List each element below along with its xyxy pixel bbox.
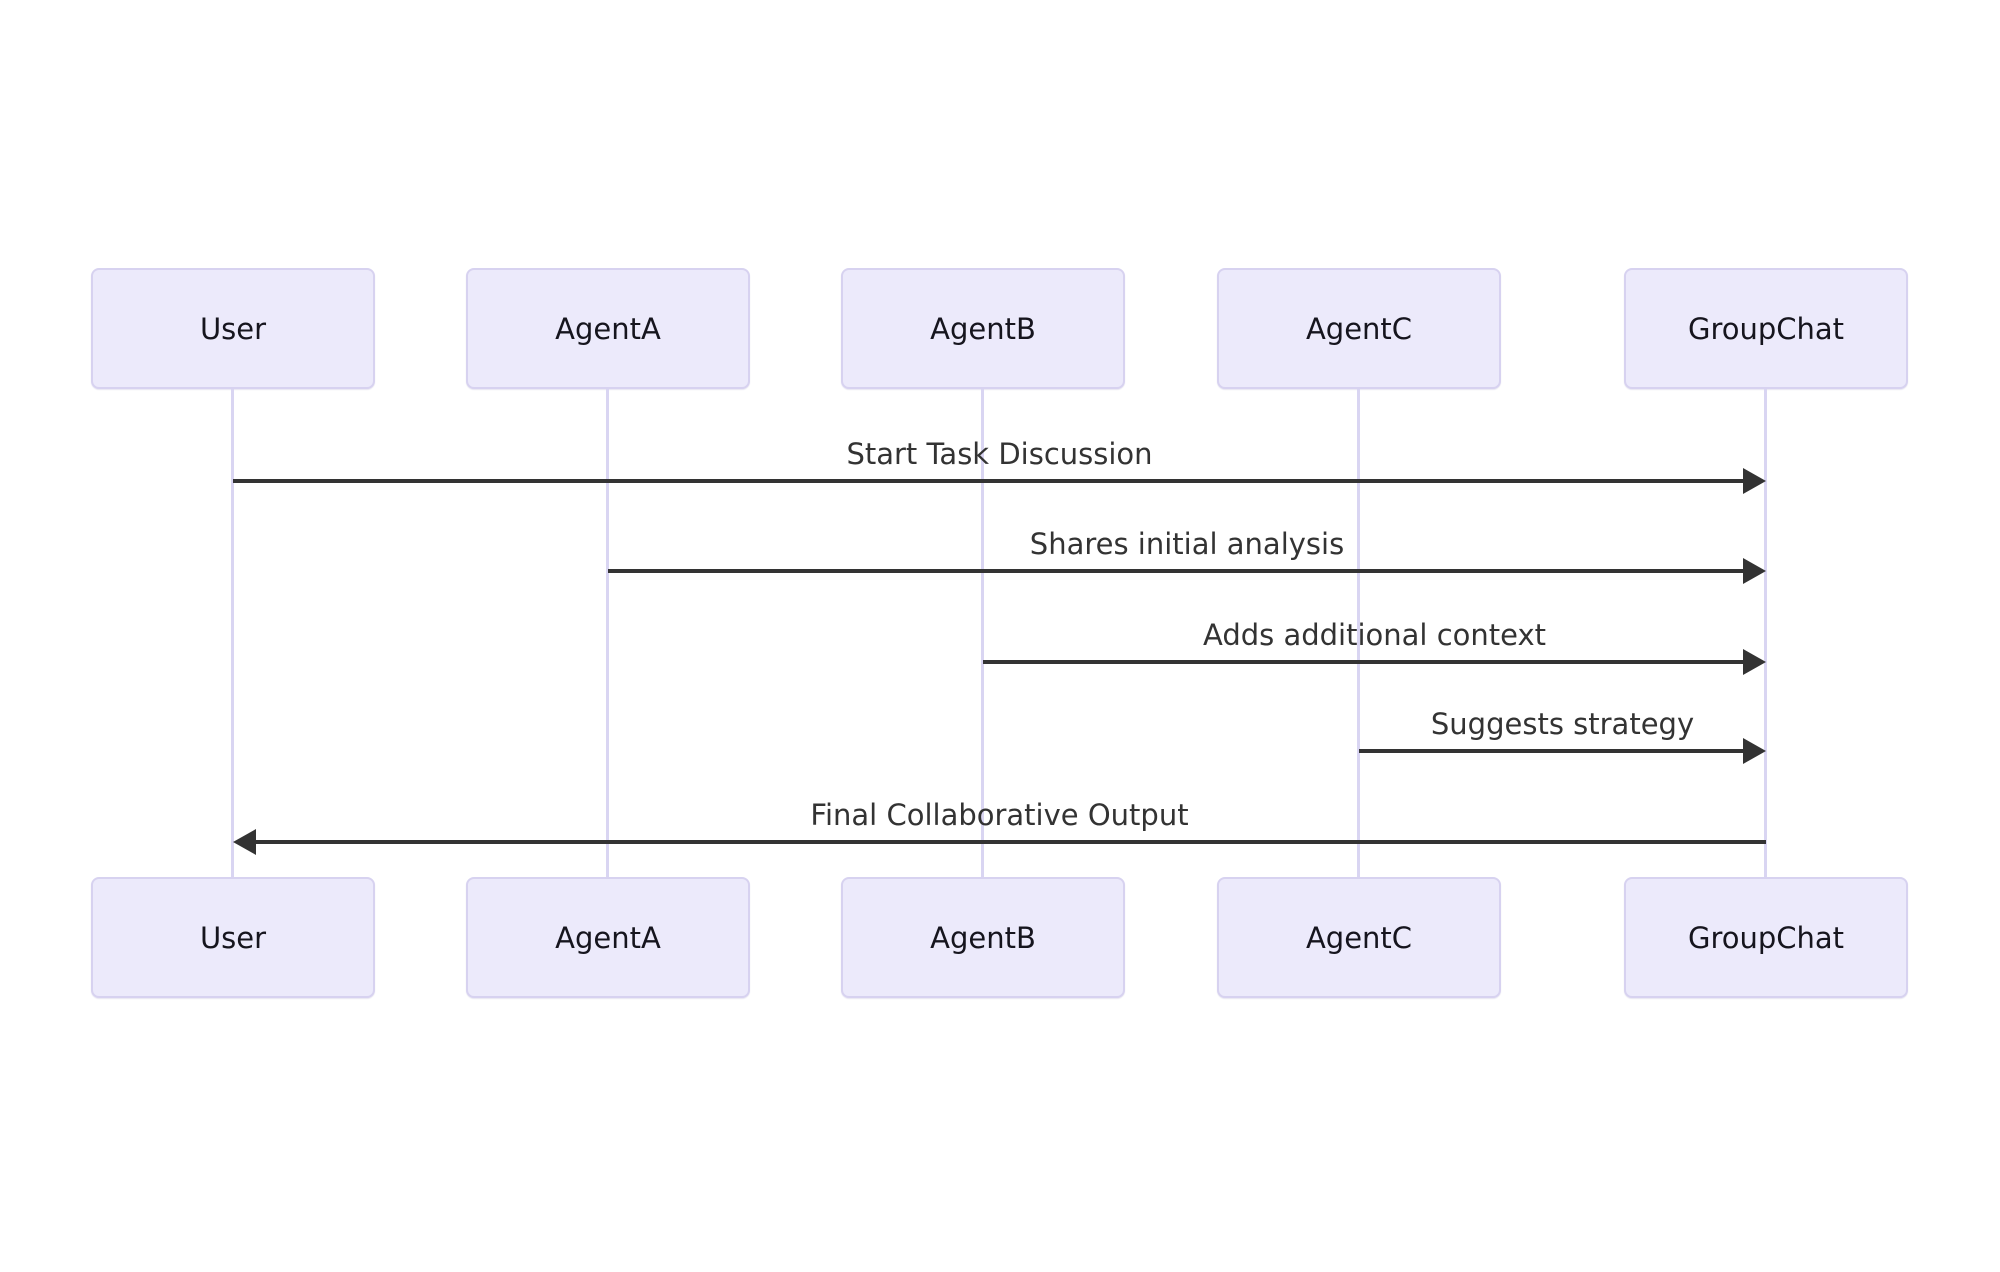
message-line [233,479,1746,483]
message-label: Final Collaborative Output [810,798,1189,832]
actor-bottom-agenta: AgentA [466,877,750,998]
actor-top-agentc: AgentC [1217,268,1501,389]
actor-label: AgentB [930,920,1036,955]
actor-label: GroupChat [1687,920,1845,955]
arrowhead-right-icon [1743,468,1766,494]
actor-label: User [199,920,267,955]
lifeline-agentb [981,389,984,877]
arrowhead-right-icon [1743,738,1766,764]
actor-label: AgentA [555,920,661,955]
actor-bottom-user: User [91,877,375,998]
actor-top-agenta: AgentA [466,268,750,389]
actor-top-agentb: AgentB [841,268,1125,389]
message-label: Start Task Discussion [846,437,1153,471]
actor-top-groupchat: GroupChat [1624,268,1908,389]
lifeline-agenta [606,389,609,877]
message-line [253,840,1766,844]
message-line [1359,749,1746,753]
message-label: Adds additional context [1202,618,1546,652]
actor-top-user: User [91,268,375,389]
message-line [608,569,1746,573]
actor-label: User [199,311,267,346]
actor-label: AgentC [1305,311,1413,346]
lifeline-user [231,389,234,877]
lifeline-agentc [1357,389,1360,877]
message-label: Shares initial analysis [1029,527,1345,561]
message-line [983,660,1746,664]
arrowhead-right-icon [1743,558,1766,584]
actor-bottom-agentc: AgentC [1217,877,1501,998]
actor-label: GroupChat [1687,311,1845,346]
actor-label: AgentA [555,311,661,346]
arrowhead-right-icon [1743,649,1766,675]
lifeline-groupchat [1764,389,1767,877]
arrowhead-left-icon [233,829,256,855]
message-label: Suggests strategy [1430,707,1695,741]
actor-bottom-groupchat: GroupChat [1624,877,1908,998]
actor-label: AgentB [930,311,1036,346]
actor-label: AgentC [1305,920,1413,955]
actor-bottom-agentb: AgentB [841,877,1125,998]
